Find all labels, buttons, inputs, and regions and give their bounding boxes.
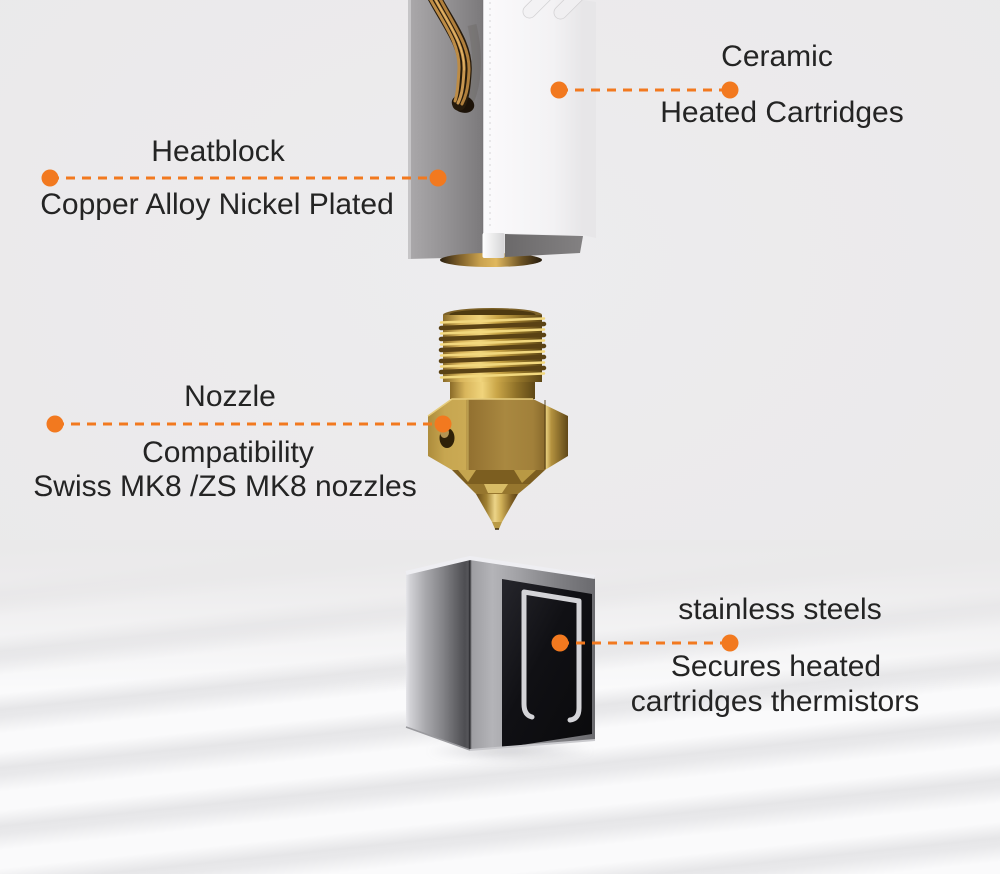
nozzle-collar xyxy=(450,382,535,399)
label-ceramic-title: Ceramic xyxy=(721,40,833,73)
leader-dot xyxy=(434,415,452,433)
nozzle-hex-body xyxy=(428,399,568,470)
clip-bottom-edge-highlight xyxy=(469,739,596,751)
leader-nozzle xyxy=(46,415,452,433)
nozzle-chamfer-glint-right xyxy=(514,470,536,483)
clip-top-rim-highlight xyxy=(405,556,596,579)
nozzle-cone xyxy=(476,494,518,522)
label-heatblock-title: Heatblock xyxy=(151,135,285,168)
nozzle-tip xyxy=(492,522,502,529)
label-stainless-detail: cartridges thermistors xyxy=(630,685,920,718)
leader-stainless xyxy=(551,634,739,652)
ceramic-cartridge-pins xyxy=(522,0,587,20)
wire-shadow xyxy=(465,23,481,102)
label-heatblock-subtitle: Copper Alloy Nickel Plated xyxy=(40,188,394,221)
label-ceramic-subtitle: Heated Cartridges xyxy=(660,96,904,129)
copper-wires xyxy=(428,0,472,111)
leader-dot xyxy=(721,81,739,99)
leader-dot xyxy=(550,81,568,99)
label-stainless-subtitle: Secures heated xyxy=(670,650,882,683)
stainless-clip-illustration xyxy=(405,556,596,751)
leader-heatblock xyxy=(41,169,447,187)
heatblock-side-face xyxy=(583,0,596,238)
leader-dot xyxy=(721,634,739,652)
label-nozzle-title: Nozzle xyxy=(184,380,276,413)
leader-dot xyxy=(429,169,447,187)
leader-dot xyxy=(41,169,59,187)
heatblock-illustration xyxy=(408,0,596,267)
leader-ceramic xyxy=(550,81,739,99)
nozzle-chamfer-2-glint xyxy=(484,484,508,493)
nozzle-chamfer-glint-left xyxy=(458,470,476,482)
clip-left-face xyxy=(406,558,470,750)
heatbreak-brass-ring xyxy=(440,253,542,267)
heatblock-edge-highlight xyxy=(408,0,411,259)
brass-nozzle-illustration xyxy=(427,308,568,530)
label-nozzle-detail: Swiss MK8 /ZS MK8 nozzles xyxy=(33,470,417,503)
heatbreak-cylinder xyxy=(482,233,505,258)
label-nozzle-subtitle: Compatibility xyxy=(142,436,314,469)
heatblock-white-face xyxy=(483,0,583,235)
nozzle-hex-top-edge xyxy=(427,398,533,417)
clip-spring-slot-outline xyxy=(521,589,582,723)
clip-bottom-left-edge xyxy=(405,726,471,751)
leader-dot xyxy=(551,634,569,652)
heatblock-bottom-band xyxy=(505,234,583,257)
label-stainless-title: stainless steels xyxy=(678,593,882,626)
nozzle-thread-ridges xyxy=(438,317,547,379)
leader-dot xyxy=(46,415,64,433)
